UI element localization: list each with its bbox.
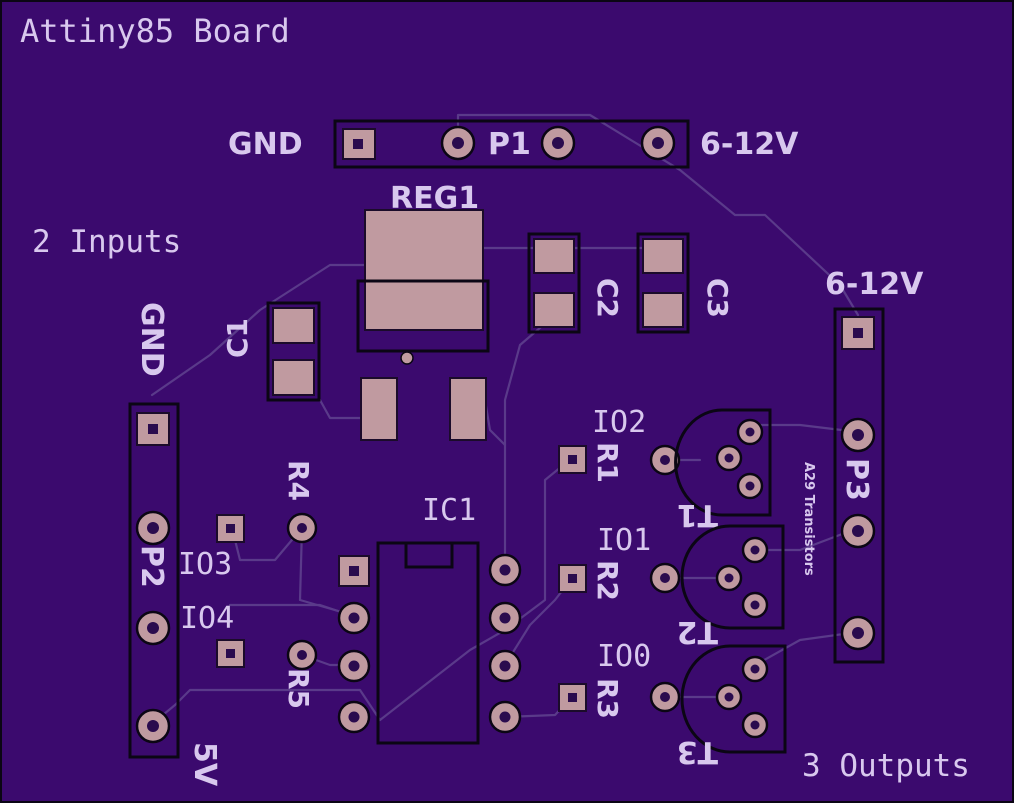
- p2-5v-label: 5V: [187, 742, 222, 787]
- r4-label: R4: [282, 460, 315, 501]
- reg1-pin1-marker: [400, 351, 414, 365]
- r1-label: R1: [591, 442, 624, 483]
- transistor-note: A29 Transistors: [801, 462, 816, 576]
- c1-label: C1: [221, 318, 254, 358]
- r3-label: R3: [591, 678, 624, 719]
- copper-traces: [150, 113, 860, 726]
- capacitor-c2: [527, 232, 581, 334]
- inputs-note: 2 Inputs: [32, 224, 181, 260]
- p1-gnd-label: GND: [228, 127, 303, 162]
- capacitor-c3: [636, 232, 690, 334]
- t1-label: T1: [677, 497, 718, 532]
- regulator-reg1: [356, 209, 490, 441]
- ic1-pin-1: [338, 555, 370, 587]
- reg1-label: REG1: [390, 181, 479, 216]
- connector-p3: [833, 307, 885, 664]
- p1-label: P1: [488, 127, 531, 162]
- resistor-pads: [286, 444, 681, 713]
- p2-label: P2: [134, 545, 169, 588]
- io3-label: IO3: [178, 547, 232, 582]
- connector-p1: [333, 119, 690, 169]
- ic1-label: IC1: [422, 493, 476, 528]
- io1-label: IO1: [597, 523, 651, 558]
- capacitor-c1: [266, 301, 321, 402]
- io0-label: IO0: [597, 639, 651, 674]
- p3-vin-label: 6-12V: [825, 267, 924, 302]
- p1-vin-label: 6-12V: [700, 127, 799, 162]
- io-test-pads: [216, 445, 587, 712]
- connector-p2: [128, 402, 180, 759]
- c2-label: C2: [591, 278, 624, 318]
- transistor-t1: [674, 408, 772, 517]
- p3-label: P3: [839, 458, 874, 501]
- p2-gnd-label: GND: [134, 302, 169, 377]
- t3-label: T3: [677, 734, 718, 769]
- io3-pad: [216, 514, 245, 543]
- io4-label: IO4: [180, 601, 234, 636]
- ic1-dip8: [337, 541, 522, 745]
- r5-label: R5: [282, 668, 315, 709]
- outputs-note: 3 Outputs: [802, 748, 970, 784]
- transistor-t3: [680, 644, 787, 754]
- t2-label: T2: [677, 614, 718, 649]
- c3-label: C3: [701, 278, 734, 318]
- io2-label: IO2: [592, 405, 646, 440]
- r2-label: R2: [591, 560, 624, 601]
- board-title: Attiny85 Board: [20, 12, 290, 50]
- transistor-t2: [680, 524, 785, 630]
